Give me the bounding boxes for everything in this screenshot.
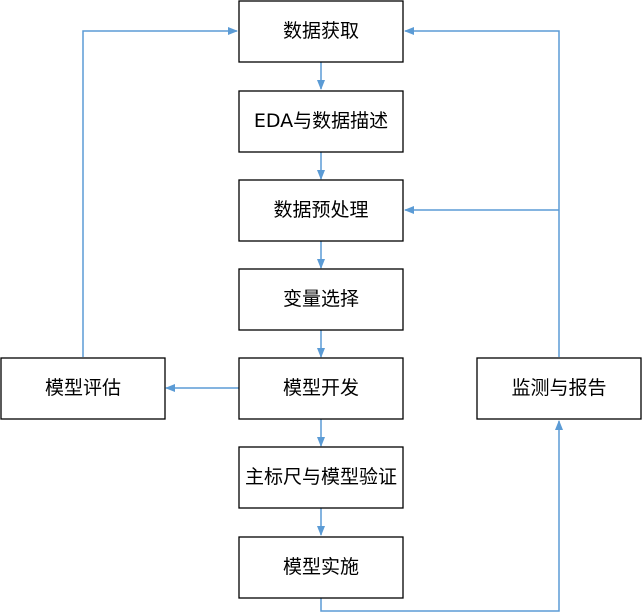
- node-label: 数据获取: [283, 20, 359, 42]
- node-implementation: 模型实施: [238, 536, 404, 599]
- node-label: 模型实施: [283, 556, 359, 578]
- node-label: EDA与数据描述: [254, 110, 388, 132]
- edge-model-evaluation-to-data-acquisition: [82, 27, 238, 357]
- node-label: 模型开发: [283, 377, 359, 399]
- node-label: 模型评估: [45, 377, 121, 399]
- edge-implementation-to-monitoring: [320, 420, 563, 612]
- connectors: [82, 27, 563, 612]
- node-label: 变量选择: [283, 288, 359, 310]
- node-eda: EDA与数据描述: [238, 90, 404, 153]
- node-label: 数据预处理: [273, 199, 368, 221]
- node-model-evaluation: 模型评估: [0, 357, 166, 420]
- node-preprocessing: 数据预处理: [238, 179, 404, 242]
- edge-monitoring-to-data-acquisition: [404, 27, 560, 357]
- node-variable-selection: 变量选择: [238, 268, 404, 331]
- node-data-acquisition: 数据获取: [238, 0, 404, 63]
- node-monitoring: 监测与报告: [476, 357, 642, 420]
- node-master-scale: 主标尺与模型验证: [238, 446, 404, 509]
- node-label: 监测与报告: [511, 377, 606, 399]
- node-label: 主标尺与模型验证: [245, 466, 397, 488]
- node-model-development: 模型开发: [238, 357, 404, 420]
